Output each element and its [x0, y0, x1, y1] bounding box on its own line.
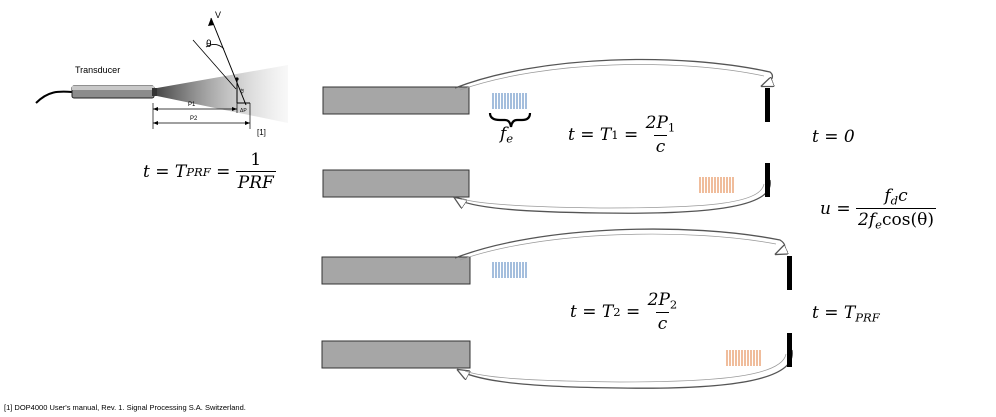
eq-u-den-sub: e	[875, 217, 882, 232]
transducer-block-4	[321, 340, 471, 369]
p1-label: P1	[188, 102, 196, 108]
arrow-return-2	[455, 179, 771, 214]
transducer-illustration	[35, 17, 288, 129]
transducer-label: Transducer	[75, 65, 121, 75]
eq-t-prf-lhs: t = T	[143, 161, 187, 182]
equation-velocity: u = fdc 2fecos(θ)	[820, 186, 936, 232]
emitted-pulse-3	[492, 262, 527, 278]
eq-t2-num-sub: 2	[669, 297, 678, 312]
ultrasound-beam	[157, 65, 288, 123]
eq-tprf-lhs: t = T	[812, 303, 856, 323]
footnote-reference: [1] DOP4000 User's manual, Rev. 1. Signa…	[4, 403, 246, 412]
eq-t1-lhs: t = T	[568, 125, 612, 146]
eq-t1-sub: 1	[611, 128, 619, 143]
eq-t1-num-a: 2P	[645, 113, 668, 133]
fe-sub: e	[506, 131, 514, 146]
reflector-2	[765, 163, 770, 197]
eq-t2-den: c	[655, 312, 670, 335]
velocity-label: V	[215, 10, 222, 20]
transducer-block-2	[322, 169, 470, 198]
velocity-vector	[210, 17, 247, 106]
eq-t1-den: c	[653, 135, 668, 158]
eq-u-num-a: f	[884, 186, 891, 206]
eq-u-den-a: 2f	[858, 210, 876, 231]
eq-t-prf-sub: PRF	[186, 164, 211, 179]
eq-t-prf-fraction: 1 PRF	[235, 150, 276, 193]
echo-pulse-2	[699, 177, 734, 193]
eq-t1-fraction: 2P1 c	[644, 113, 678, 157]
eq-u-num-sub: d	[890, 193, 899, 208]
eq-t2-num: 2P2	[646, 290, 680, 312]
fe-main: f	[500, 124, 507, 144]
fe-label: fe	[500, 124, 513, 145]
eq-u-den-b: cos(θ)	[881, 210, 934, 231]
arrow-forward-3	[454, 228, 785, 259]
transducer-block-3	[321, 256, 471, 285]
eq-t-prf-den: PRF	[235, 171, 276, 193]
transducer-block-1	[322, 86, 470, 115]
eq-t1-num-sub: 1	[667, 120, 676, 135]
eq-t2-eq: =	[620, 302, 646, 323]
eq-t-prf-eq: =	[210, 161, 236, 182]
eq-t2-fraction: 2P2 c	[646, 290, 680, 334]
theta-label: θ	[206, 39, 212, 50]
eq-u-den: 2fecos(θ)	[856, 208, 936, 232]
reference-label: [1]	[257, 128, 266, 137]
reflector-3	[787, 256, 792, 290]
eq-u-lhs: u =	[820, 198, 857, 219]
eq-tprf-sub: PRF	[855, 310, 880, 325]
eq-t2-sub: 2	[613, 305, 621, 320]
echo-pulse-4	[726, 350, 761, 366]
p2-label: P2	[190, 116, 198, 122]
eq-t-prf-num: 1	[250, 150, 262, 170]
probe-tip	[152, 88, 157, 96]
equation-t-zero: t = 0	[812, 127, 855, 147]
fe-brace	[488, 112, 532, 128]
reflector-4	[787, 333, 792, 367]
delta-p-label: ΔP	[240, 108, 247, 114]
equation-t-tprf: t = TPRF	[812, 303, 880, 324]
eq-u-num-b: c	[898, 186, 908, 206]
arrow-forward-1	[454, 58, 772, 89]
arrow-return-4	[458, 349, 793, 389]
eq-u-num: fdc	[882, 186, 909, 208]
eq-t1-num: 2P1	[644, 113, 678, 135]
eq-u-fraction: fdc 2fecos(θ)	[856, 186, 936, 232]
eq-t2-num-a: 2P	[647, 290, 670, 310]
emitted-pulse-1	[492, 93, 527, 109]
eq-t2-lhs: t = T	[570, 302, 614, 323]
cable	[35, 90, 73, 104]
reflector-1	[765, 88, 770, 122]
eq-t1-eq: =	[618, 125, 644, 146]
